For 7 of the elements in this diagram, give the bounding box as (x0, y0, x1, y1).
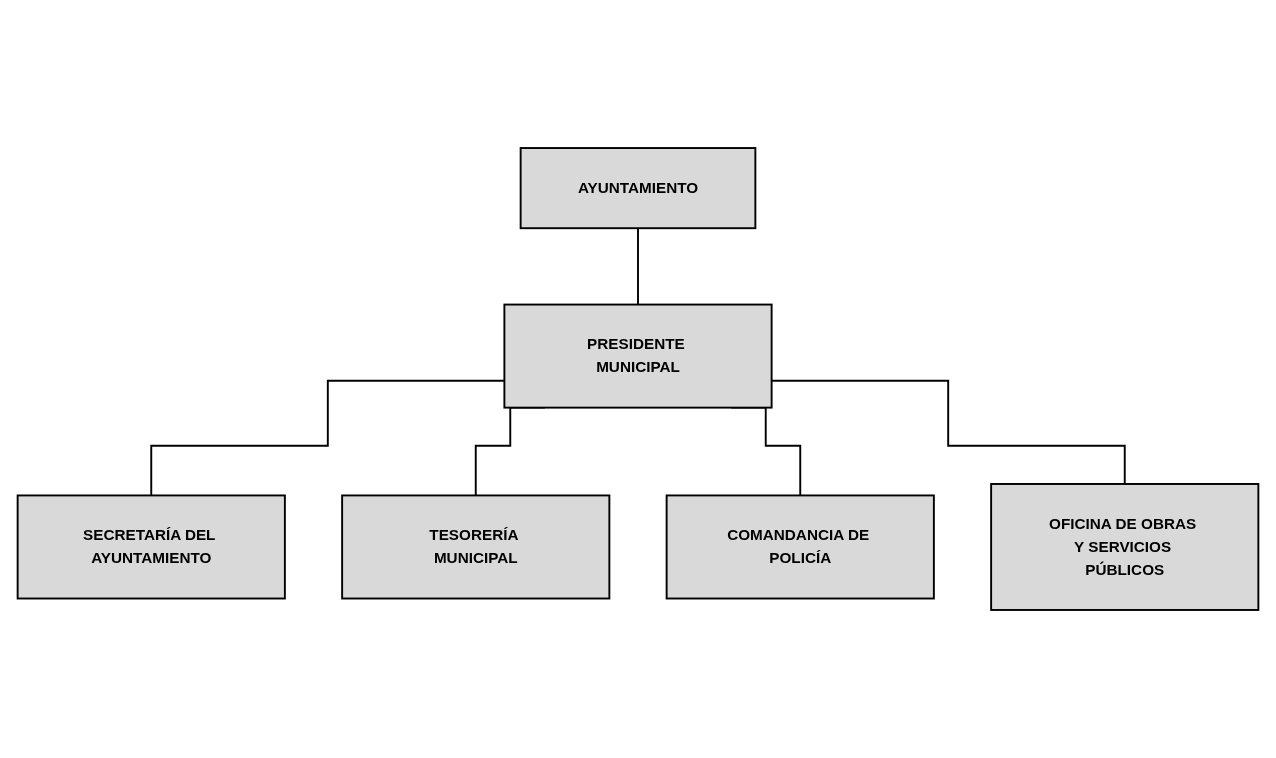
connector (637, 227, 639, 306)
node-box: AYUNTAMIENTO (519, 147, 757, 230)
node-box: TESORERÍA MUNICIPAL (341, 494, 611, 600)
node-box: SECRETARÍA DEL AYUNTAMIENTO (16, 494, 286, 600)
node-box: COMANDANCIA DE POLICÍA (665, 494, 935, 600)
node-box: PRESIDENTE MUNICIPAL (503, 303, 773, 409)
node-box: OFICINA DE OBRAS Y SERVICIOS PÚBLICOS (990, 483, 1260, 611)
